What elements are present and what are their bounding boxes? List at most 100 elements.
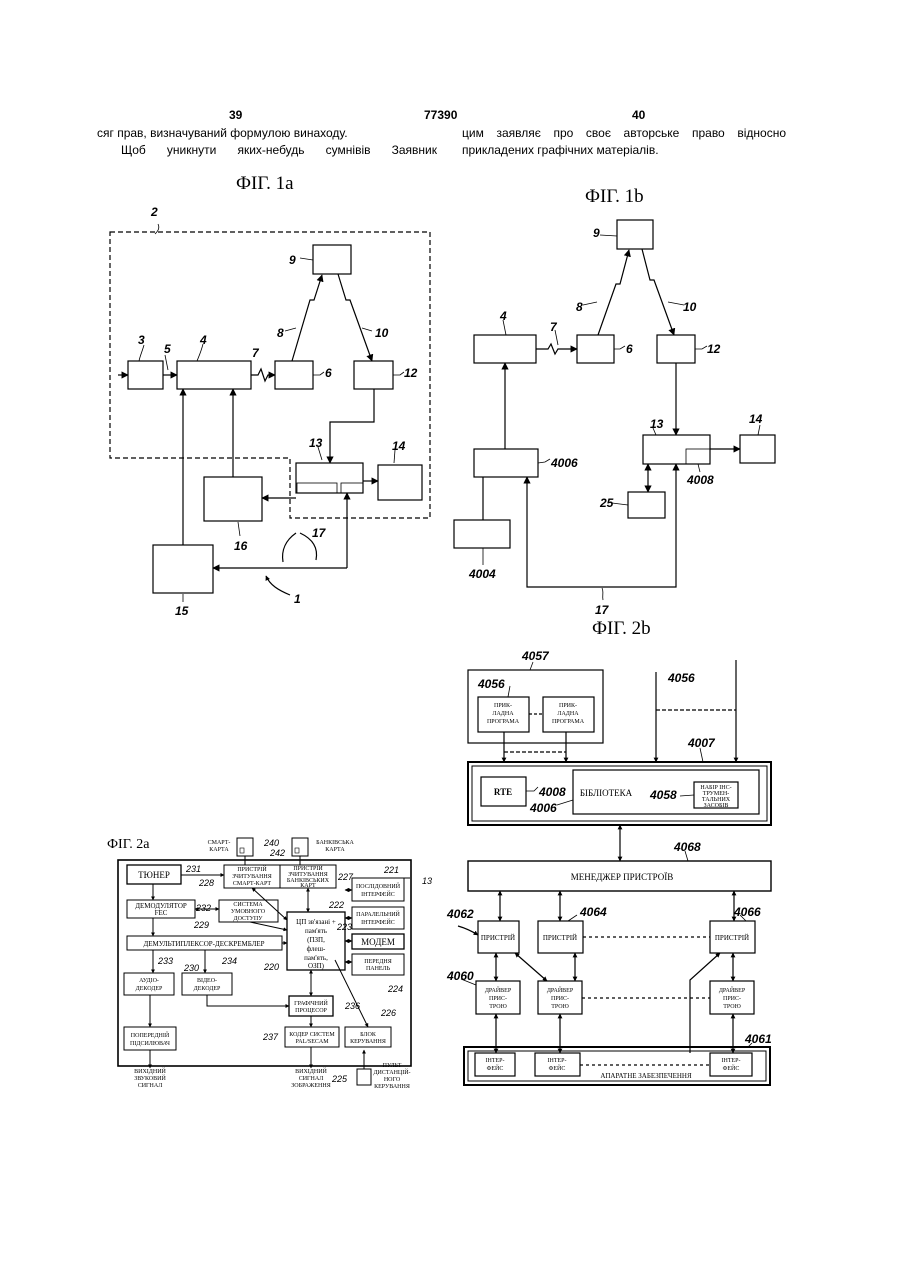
cpu-label-6: ОЗП) [308, 962, 325, 970]
fig1a-label-1: 1 [294, 592, 301, 606]
fig2a-label-224: 224 [387, 984, 403, 994]
fig1a-label-15: 15 [175, 604, 189, 618]
fig1b-label-17: 17 [595, 603, 610, 617]
audio-label-1: АУДІО- [139, 978, 159, 984]
fig2a-label-221: 221 [383, 865, 399, 875]
fig2b-label-4064: 4064 [579, 905, 607, 919]
app1-label-3: ПРОГРАМА [487, 719, 520, 725]
out-video-label-1: ВИХІДНИЙ [295, 1067, 327, 1075]
driver2-label-3: ТРОЮ [551, 1004, 569, 1010]
fig2a-label-223: 223 [336, 922, 352, 932]
fig1b-label-10: 10 [683, 300, 697, 314]
device-manager-label: МЕНЕДЖЕР ПРИСТРОЇВ [571, 872, 674, 882]
fig1a-label-7: 7 [252, 346, 260, 360]
app1-label-1: ПРИК- [494, 703, 512, 709]
fig1b-label-4006: 4006 [550, 456, 578, 470]
fig2a-label-236: 236 [344, 1001, 360, 1011]
remote-label-2: ДИСТАНЦІЙ- [373, 1068, 410, 1076]
out-video-label-3: ЗОБРАЖЕННЯ [291, 1083, 330, 1089]
box-3 [128, 361, 163, 389]
box-6b [577, 335, 614, 363]
fig-2a-title: ФІГ. 2а [107, 837, 150, 852]
serial-label-2: ІНТЕРФЕЙС [361, 890, 395, 898]
box-4006 [474, 449, 538, 477]
driver1-label-3: ТРОЮ [489, 1004, 507, 1010]
fig2a-label-231: 231 [185, 864, 201, 874]
driver1-label-2: ПРИС- [489, 996, 507, 1002]
iface-box-3 [710, 1053, 752, 1076]
toolkit-label-4: ЗАСОБІВ [704, 803, 729, 809]
tuner-label: ТЮНЕР [138, 870, 170, 880]
cpu-label-4: флеш- [307, 945, 326, 953]
device2-label: ПРИСТРІЙ [543, 934, 577, 942]
fig-1a: ФІГ. 1а [110, 173, 430, 602]
fig2a-label-222: 222 [328, 900, 344, 910]
fig1a-label-3: 3 [138, 333, 145, 347]
out-audio-label-2: ЗВУКОВИЙ [134, 1074, 166, 1082]
fig2b-label-4068: 4068 [673, 840, 701, 854]
cpu-label-2: пам'ять [305, 927, 327, 935]
fig1a-label-14: 14 [392, 439, 406, 453]
remote-block [357, 1069, 371, 1085]
remote-label-4: КЕРУВАННЯ [374, 1084, 410, 1090]
preamp-label-1: ПОПЕРЕДНІЙ [131, 1031, 170, 1039]
cpu-label-1: ЦП зв'язані + [296, 918, 336, 926]
smart-reader-label-3: СМАРТ-КАРТ [233, 881, 271, 887]
bank-card-label-2: КАРТА [325, 847, 345, 853]
bank-reader-label-1: ПРИСТРІЙ [293, 864, 323, 872]
box-12b [657, 335, 695, 363]
device1-label: ПРИСТРІЙ [481, 934, 515, 942]
box-13 [296, 463, 363, 493]
box-16 [204, 477, 262, 521]
fig1a-label-16: 16 [234, 539, 248, 553]
smart-reader-label-1: ПРИСТРІЙ [237, 865, 267, 873]
fig2b-label-4062: 4062 [446, 907, 474, 921]
fig1a-label-5: 5 [164, 342, 171, 356]
video-label-1: ВІДЕО- [197, 978, 217, 984]
iface-box-1 [475, 1053, 515, 1076]
box-4b [474, 335, 536, 363]
iface-box-2 [535, 1053, 580, 1076]
fig1a-label-17: 17 [312, 526, 327, 540]
demux-label: ДЕМУЛЬТИПЛЕКСОР-ДЕСКРЕМБЛЕР [143, 940, 264, 948]
app1-label-2: ЛАДНА [492, 711, 514, 717]
fig1b-label-7: 7 [550, 320, 558, 334]
fig2a-label-229: 229 [193, 920, 209, 930]
fig2a-label-227: 227 [337, 872, 354, 882]
fig2a-label-234: 234 [221, 956, 237, 966]
out-video-label-2: СИГНАЛ [299, 1076, 324, 1082]
smart-card-label-1: СМАРТ- [208, 840, 231, 846]
front-panel-label-2: ПАНЕЛЬ [366, 966, 391, 972]
fig1b-label-12: 12 [707, 342, 721, 356]
graphics-label-2: ПРОЦЕСОР [295, 1008, 327, 1014]
box-14b [740, 435, 775, 463]
fig2a-label-225: 225 [331, 1074, 348, 1084]
fig2b-label-4056a: 4056 [477, 677, 505, 691]
iface1-label-2: ФЕЙС [487, 1064, 504, 1072]
iface2-label-2: ФЕЙС [549, 1064, 566, 1072]
fig2a-label-232: 232 [195, 903, 211, 913]
out-audio-label-1: ВИХІДНИЙ [134, 1067, 166, 1075]
cpu-label-3: (ПЗП, [307, 936, 325, 944]
fig1b-label-14: 14 [749, 412, 763, 426]
fig1b-label-4004: 4004 [468, 567, 496, 581]
smart-card-label-2: КАРТА [209, 847, 229, 853]
parallel-label-2: ІНТЕРФЕЙС [361, 918, 395, 926]
fig1a-label-8: 8 [277, 326, 284, 340]
box-25 [628, 492, 665, 518]
cas-label-2: УМОВНОГО [231, 909, 266, 915]
device3-label: ПРИСТРІЙ [715, 934, 749, 942]
box-9 [313, 245, 351, 274]
fig1a-label-12: 12 [404, 366, 418, 380]
fig1b-label-6: 6 [626, 342, 633, 356]
encoder-label-1: КОДЕР СИСТЕМ [289, 1032, 335, 1038]
smart-reader-label-2: ЗЧИТУВАННЯ [232, 874, 272, 880]
box-4004 [454, 520, 510, 548]
driver2-label-1: ДРАЙВЕР [547, 986, 574, 994]
fig2b-label-4061: 4061 [744, 1032, 772, 1046]
box-9b [617, 220, 653, 249]
iface3-label-1: ІНТЕР- [722, 1058, 741, 1064]
fig1a-label-9: 9 [289, 253, 296, 267]
app2-label-3: ПРОГРАМА [552, 719, 585, 725]
